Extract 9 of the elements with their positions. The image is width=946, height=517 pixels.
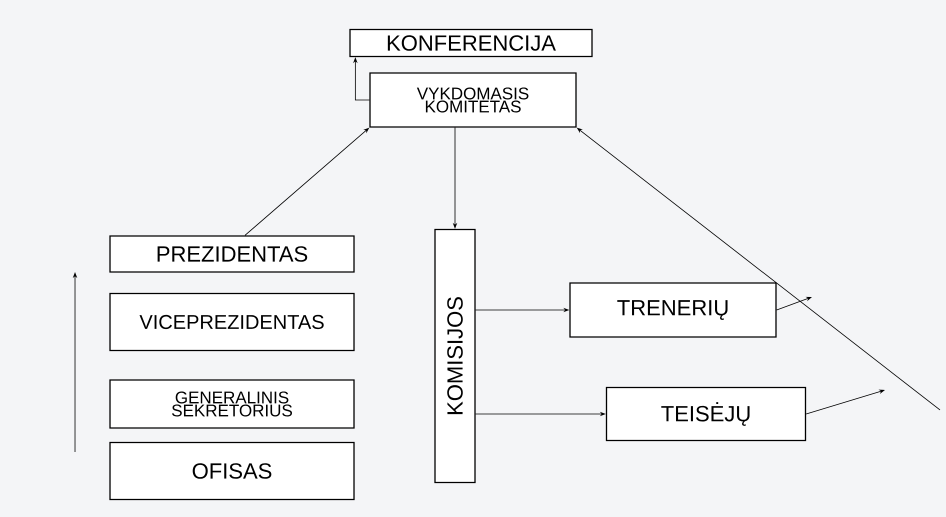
- org-box: VYKDOMASIS KOMITETAS: [369, 72, 577, 128]
- org-box: TRENERIŲ: [569, 282, 777, 338]
- org-box: GENERALINIS SEKRETORIUS: [109, 379, 355, 429]
- org-box: KONFERENCIJA: [349, 28, 593, 58]
- org-box: VICEPREZIDENTAS: [109, 292, 355, 352]
- org-box: PREZIDENTAS: [109, 235, 355, 273]
- org-box: KOMISIJOS: [434, 228, 476, 484]
- org-box: TEISĖJŲ: [606, 386, 806, 442]
- org-box: OFISAS: [109, 442, 355, 500]
